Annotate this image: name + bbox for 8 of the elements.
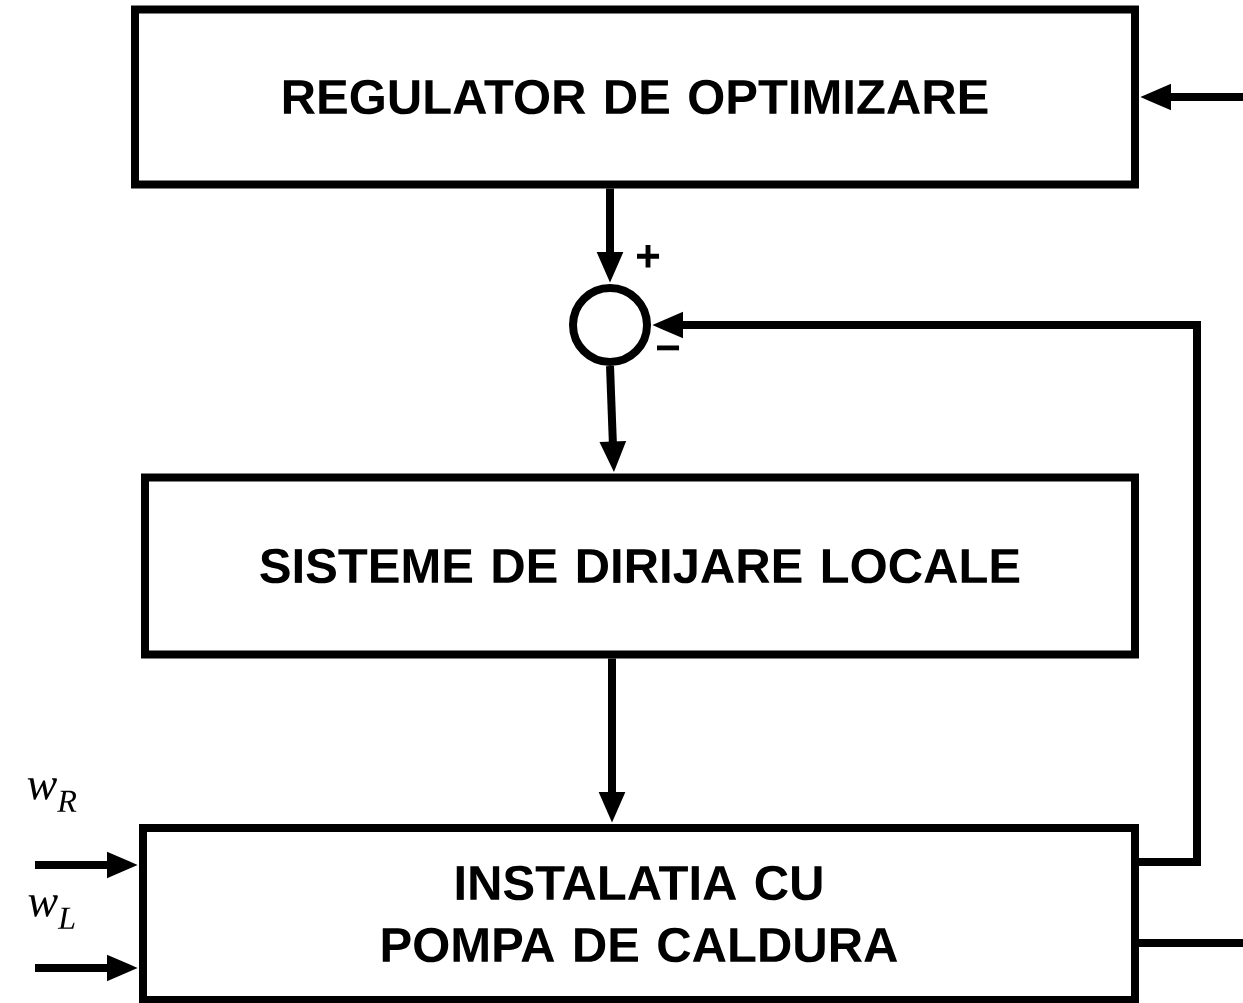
sign-label: +: [637, 245, 660, 268]
signal-label: w$_{R}$: [27, 778, 77, 812]
process-box: REGULATOR DE OPTIMIZARE: [131, 5, 1139, 189]
summing-junction: [569, 284, 651, 366]
process-box: SISTEME DE DIRIJARE LOCALE: [141, 473, 1139, 659]
signal-label: w$_{L}$: [28, 895, 75, 929]
sign-label: −: [657, 345, 680, 351]
process-box: INSTALATIA CU POMPA DE CALDURA: [139, 824, 1139, 1003]
